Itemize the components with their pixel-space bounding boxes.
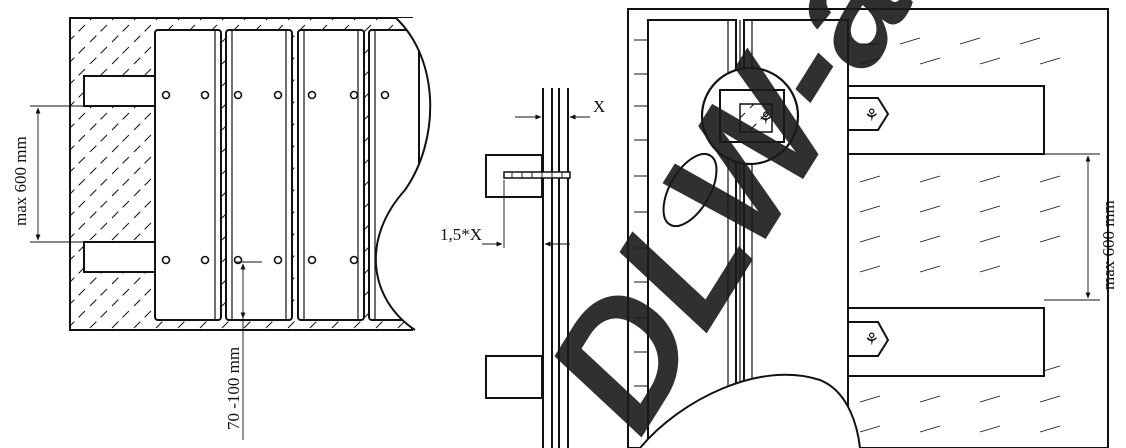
- right-wall-view: ⚘ ⚘ ⚘ max 600 mm: [627, 8, 1118, 448]
- left-screw-holes: [161, 90, 390, 265]
- left-batten-bottom: [83, 241, 157, 273]
- left-wall-view: max 600 mm 70 -100 mm: [11, 17, 432, 440]
- left-break-line: [375, 18, 431, 330]
- left-board-2: [225, 29, 293, 321]
- section-dim-overlap: 1,5*X: [440, 225, 482, 244]
- left-dim-max600: max 600 mm: [11, 136, 30, 226]
- section-dim-x: X: [593, 97, 605, 116]
- svg-text:⚘: ⚘: [864, 330, 879, 349]
- left-board-1: [154, 29, 222, 321]
- svg-text:⚘: ⚘: [758, 109, 773, 128]
- section-batten-bottom: [485, 355, 543, 399]
- magnifier-handle: [662, 152, 718, 228]
- section-clip: [503, 171, 571, 179]
- right-dim-max600: max 600 mm: [1099, 200, 1118, 290]
- left-dim-edge: 70 -100 mm: [224, 347, 243, 430]
- svg-text:⚘: ⚘: [864, 106, 879, 125]
- right-batten-bottom: [831, 307, 1045, 377]
- left-batten-top: [83, 75, 157, 107]
- left-board-3: [297, 29, 365, 321]
- section-view: X 1,5*X: [440, 88, 605, 448]
